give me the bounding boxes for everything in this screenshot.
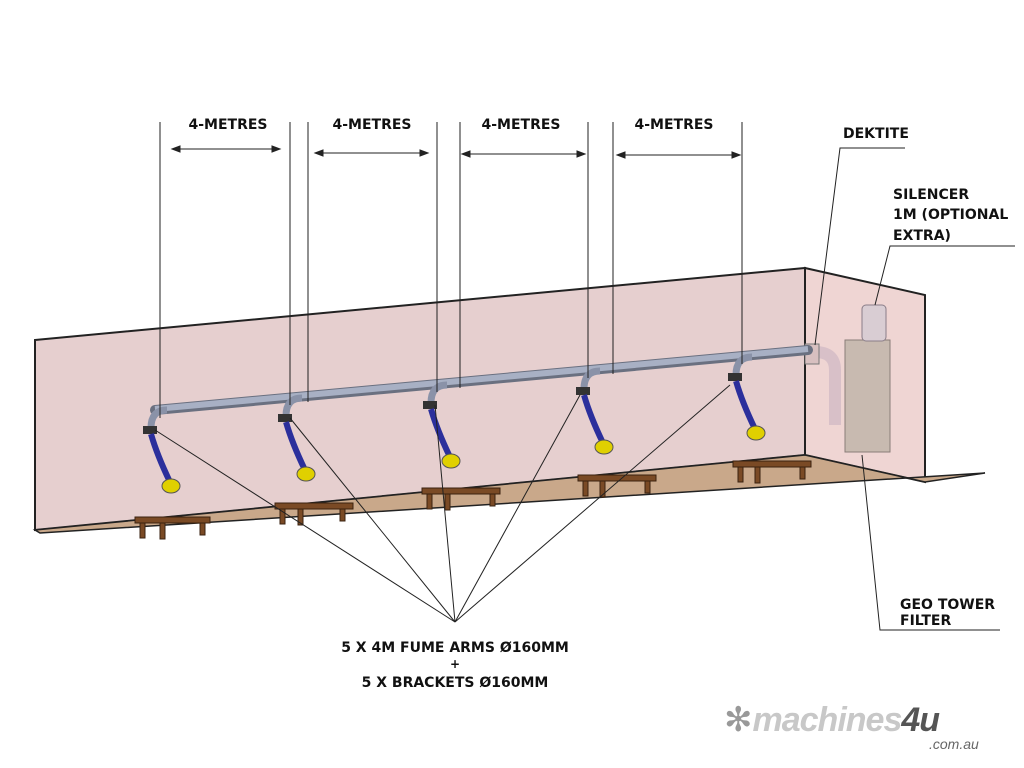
logo-name: machines (752, 701, 903, 739)
fume-arm (728, 353, 766, 441)
arm-hose (428, 408, 453, 459)
extraction-hood (161, 478, 181, 494)
silencer-label-3: EXTRA) (893, 228, 951, 244)
dimension-label-2: 4-METRES (332, 117, 412, 133)
floor (32, 454, 986, 534)
bracket (143, 426, 157, 434)
silencer-label-2: 1M (OPTIONAL (893, 207, 1009, 223)
arm-hose (283, 421, 308, 472)
logo-snowflake-icon: ✻ (724, 701, 753, 739)
arm-elbow (732, 353, 753, 376)
arm-hose (581, 394, 606, 445)
bracket (278, 414, 292, 422)
geo-tower-label-2: FILTER (900, 613, 952, 629)
machines4u-logo: ✻machines4u .com.au (724, 700, 979, 752)
dimension-lines (159, 122, 743, 418)
geo-tower-filter (844, 339, 891, 453)
plus-label: + (449, 657, 461, 671)
fume-arm (143, 406, 181, 494)
brackets-label: 5 X BRACKETS Ø160MM (361, 675, 549, 691)
dimension-label-1: 4-METRES (188, 117, 268, 133)
dimension-label-3: 4-METRES (481, 117, 561, 133)
bracket (728, 373, 742, 381)
fume-arms-label: 5 X 4M FUME ARMS Ø160MM (341, 640, 569, 656)
dimension-label-4: 4-METRES (634, 117, 714, 133)
dimension-arrows (170, 145, 742, 159)
silencer-label-1: SILENCER (893, 187, 970, 203)
logo-domain: .com.au (929, 736, 979, 752)
benches (134, 460, 812, 540)
extraction-hood (746, 425, 766, 441)
logo-4u: 4u (901, 701, 940, 739)
callout-lines (154, 147, 1015, 631)
dektite-label: DEKTITE (843, 126, 909, 142)
geo-tower-label-1: GEO TOWER (900, 597, 996, 613)
extraction-hood (296, 466, 316, 482)
arm-elbow (427, 381, 448, 404)
fume-arm (576, 367, 614, 455)
bracket (576, 387, 590, 395)
fume-arm (423, 381, 461, 469)
bracket (423, 401, 437, 409)
arm-hose (148, 433, 173, 484)
arm-elbow (147, 406, 168, 429)
silencer (861, 304, 887, 342)
arm-hose (733, 380, 758, 431)
extraction-hood (594, 439, 614, 455)
extraction-hood (441, 453, 461, 469)
